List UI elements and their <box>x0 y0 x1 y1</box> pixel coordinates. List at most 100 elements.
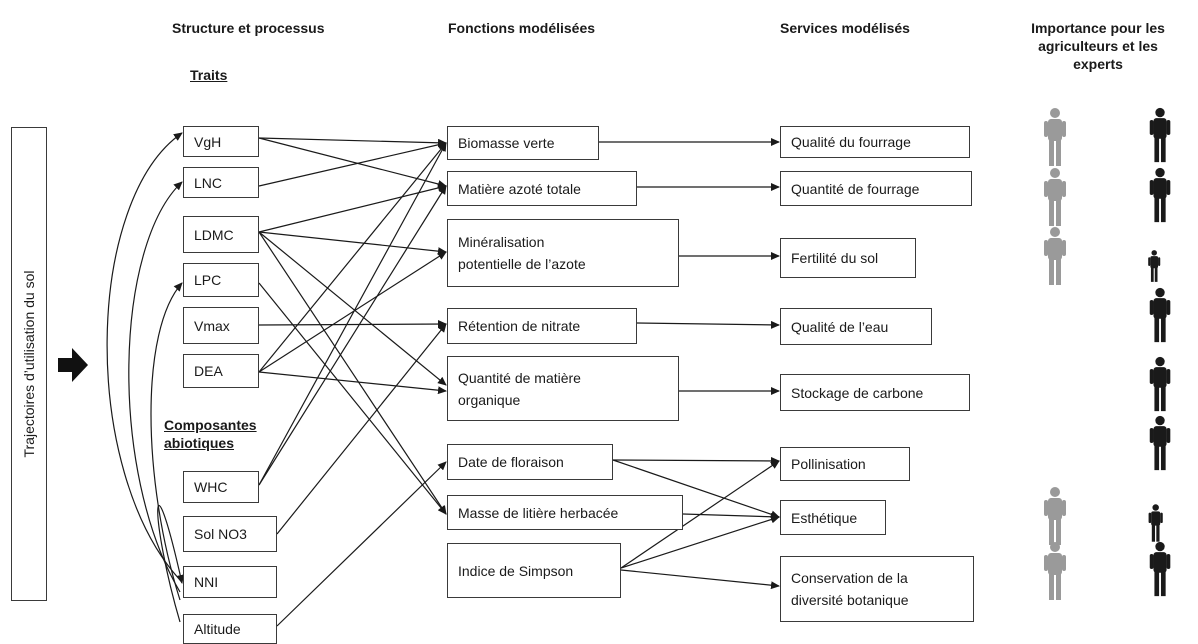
link-landuse-vgh <box>106 132 183 581</box>
service-label: Pollinisation <box>791 456 866 472</box>
farmer-figure-icon <box>1044 542 1066 600</box>
link-lpc-litiere <box>258 282 447 515</box>
service-label: Quantité de fourrage <box>791 180 920 197</box>
service-box-qualite-fourrage: Qualité du fourrage <box>780 126 970 158</box>
function-label: Masse de litière herbacée <box>458 504 619 521</box>
subheading-abiotic-line-1: Composantes <box>164 417 257 433</box>
abiotic-label: WHC <box>194 479 228 495</box>
service-label: Stockage de carbone <box>791 384 924 401</box>
abiotic-box-whc: WHC <box>183 471 259 503</box>
link-whc-biomasse <box>258 142 447 486</box>
subheading-traits: Traits <box>190 67 228 83</box>
link-dea-biomasse <box>258 142 447 373</box>
expert-figure-icon <box>1149 415 1171 471</box>
link-landuse-lpc <box>150 282 183 601</box>
link-sol-no3-retention <box>276 323 447 535</box>
link-landuse-nni <box>157 505 185 623</box>
function-label: Matière azoté totale <box>458 180 581 197</box>
header-structure: Structure et processus <box>172 20 325 36</box>
link-vgh-biomasse <box>258 137 447 147</box>
function-label: Minéralisation <box>458 234 545 250</box>
expert-figure-icon <box>1148 250 1161 282</box>
link-altitude-floraison <box>276 461 447 627</box>
function-label: Biomasse verte <box>458 135 555 151</box>
function-box-retention-nitrate: Rétention de nitrate <box>447 308 637 344</box>
subheading-abiotic: Composantes abiotiques <box>164 416 257 452</box>
service-box-fertilite: Fertilité du sol <box>780 238 916 278</box>
service-label: Qualité du fourrage <box>791 134 911 150</box>
function-box-mineralisation: Minéralisation potentielle de l’azote <box>447 219 679 287</box>
land-use-box <box>11 127 47 601</box>
link-retention-qualite-eau <box>636 320 780 329</box>
trait-box-ldmc: LDMC <box>183 216 259 253</box>
link-simpson-esthetique <box>620 515 780 569</box>
trait-box-vgh: VgH <box>183 126 259 157</box>
trait-label: VgH <box>194 133 222 150</box>
function-label: Quantité de matière <box>458 369 581 386</box>
link-dea-matiere-organique <box>258 371 447 395</box>
service-label: diversité botanique <box>791 592 909 608</box>
trait-label: Vmax <box>194 317 230 334</box>
link-ldmc-mineralisation <box>258 231 447 256</box>
trait-box-lnc: LNC <box>183 167 259 198</box>
link-simpson-conservation <box>620 569 780 590</box>
trait-box-vmax: Vmax <box>183 307 259 344</box>
trait-label: LPC <box>194 272 222 288</box>
expert-figure-icon <box>1149 167 1171 223</box>
service-box-qualite-eau: Qualité de l’eau <box>780 308 932 345</box>
header-importance: Importance pour les agriculteurs et les … <box>998 19 1198 73</box>
trait-label: LDMC <box>194 226 234 243</box>
subheading-abiotic-line-2: abiotiques <box>164 435 235 451</box>
function-label: potentielle de l’azote <box>458 256 586 272</box>
farmer-figure-icon <box>1044 227 1066 285</box>
link-floraison-esthetique <box>612 459 780 519</box>
link-ldmc-matiere-azote <box>258 184 447 233</box>
function-box-simpson: Indice de Simpson <box>447 543 621 598</box>
function-box-biomasse-verte: Biomasse verte <box>447 126 599 160</box>
farmer-figure-icon <box>1044 108 1066 166</box>
function-label: Rétention de nitrate <box>458 318 581 334</box>
expert-figure-icon <box>1149 287 1171 343</box>
farmer-figure-icon <box>1044 168 1066 226</box>
header-services: Services modélisés <box>780 20 910 36</box>
trait-label: LNC <box>194 174 223 191</box>
farmer-figure-icon <box>1044 487 1066 545</box>
link-whc-matiere-azote <box>258 185 447 486</box>
trait-label: DEA <box>194 363 223 379</box>
link-ldmc-litiere <box>258 231 447 515</box>
link-ldmc-matiere-organique <box>258 231 447 386</box>
expert-figure-icon <box>1148 504 1163 542</box>
abiotic-box-altitude: Altitude <box>183 614 277 644</box>
service-label: Fertilité du sol <box>791 250 879 266</box>
service-label: Conservation de la <box>791 570 908 586</box>
expert-figure-icon <box>1149 356 1171 412</box>
service-box-pollinisation: Pollinisation <box>780 447 910 481</box>
service-label: Esthétique <box>791 509 858 526</box>
header-importance-line-1: Importance pour les <box>1031 20 1165 36</box>
service-box-quantite-fourrage: Quantité de fourrage <box>780 171 972 206</box>
abiotic-box-nni: NNI <box>183 566 277 598</box>
function-box-matiere-azote: Matière azoté totale <box>447 171 637 206</box>
abiotic-box-sol-no3: Sol NO3 <box>183 516 277 552</box>
trait-box-dea: DEA <box>183 354 259 388</box>
link-floraison-pollinisation <box>612 456 780 465</box>
function-box-date-floraison: Date de floraison <box>447 444 613 480</box>
function-label: Indice de Simpson <box>458 562 574 579</box>
header-importance-line-2: agriculteurs et les <box>1038 38 1158 54</box>
link-dea-mineralisation <box>258 251 447 373</box>
service-box-conservation: Conservation de la diversité botanique <box>780 556 974 622</box>
service-box-esthetique: Esthétique <box>780 500 886 535</box>
trait-box-lpc: LPC <box>183 263 259 297</box>
function-label: organique <box>458 391 521 408</box>
expert-figure-icon <box>1149 541 1171 597</box>
header-functions: Fonctions modélisées <box>448 20 596 36</box>
big-right-arrow <box>58 348 88 382</box>
expert-figure-icon <box>1149 107 1171 163</box>
abiotic-label: Sol NO3 <box>194 526 247 542</box>
link-lnc-biomasse <box>258 142 447 187</box>
link-landuse-lnc <box>128 181 183 593</box>
service-label: Qualité de l’eau <box>791 318 889 335</box>
service-box-stockage-carbone: Stockage de carbone <box>780 374 970 411</box>
header-importance-line-3: experts <box>1073 56 1123 72</box>
